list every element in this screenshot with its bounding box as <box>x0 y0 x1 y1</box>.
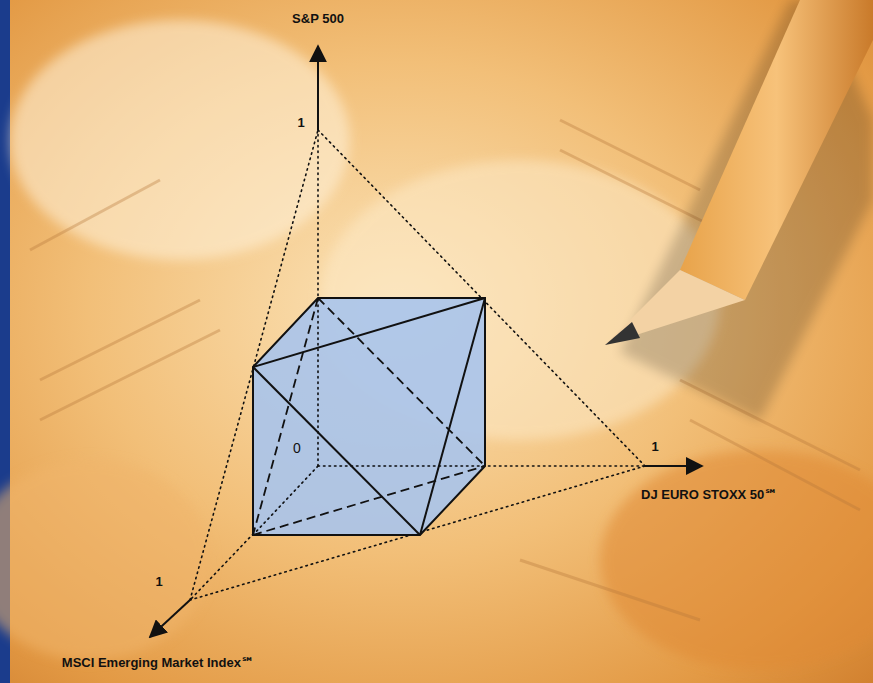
cube <box>253 298 485 535</box>
tick-value: 1 <box>651 440 658 455</box>
axis-label: MSCI Emerging Market Index℠ <box>62 656 254 671</box>
simplex <box>190 130 645 600</box>
origin-value: 0 <box>293 440 301 456</box>
axis-label: S&P 500 <box>292 12 344 27</box>
tick-value: 1 <box>297 116 304 131</box>
pencil <box>605 0 873 420</box>
tick-value: 1 <box>155 575 162 590</box>
axis-label: DJ EURO STOXX 50℠ <box>641 488 778 503</box>
axis-arrows <box>150 46 702 637</box>
